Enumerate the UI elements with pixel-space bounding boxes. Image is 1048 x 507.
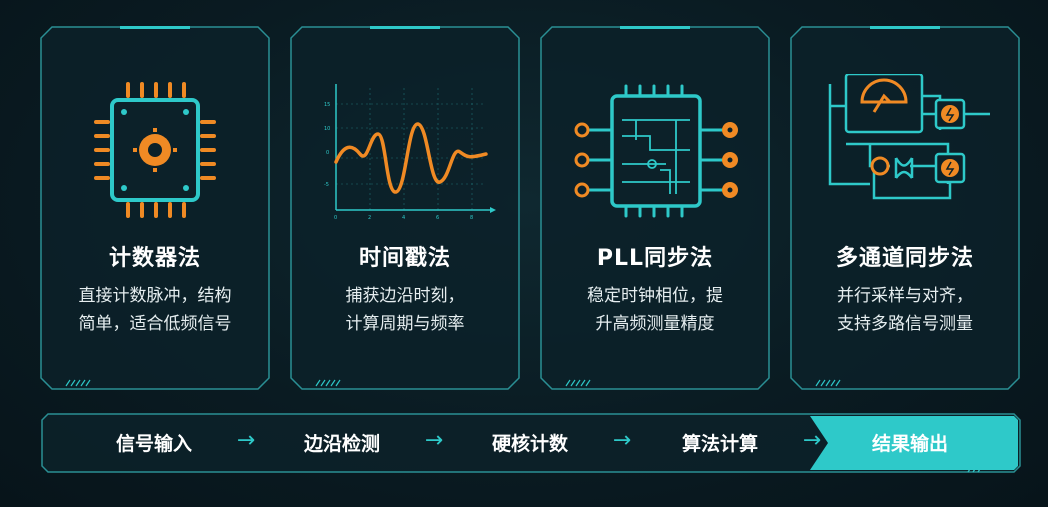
pipeline-step: 信号输入 xyxy=(115,433,192,455)
method-card-pll: PLL同步法 稳定时钟相位，提 升高频测量精度 xyxy=(540,26,770,390)
x-tick-label: 2 xyxy=(368,215,371,221)
waveform-chart-icon: 15 10 0 -5 0 2 4 6 8 xyxy=(324,84,496,221)
y-tick-label: 15 xyxy=(324,102,330,108)
pipeline-step: 边沿检测 xyxy=(303,433,380,455)
card-description: 稳定时钟相位，提 升高频测量精度 xyxy=(554,282,756,338)
y-tick-label: 0 xyxy=(326,150,329,156)
arrow-icon: → xyxy=(236,428,256,453)
pipeline-step: 硬核计数 xyxy=(491,433,568,455)
card-desc-line: 稳定时钟相位，提 xyxy=(587,286,723,306)
y-tick-label: 10 xyxy=(324,126,330,132)
method-card-counter: 计数器法 直接计数脉冲，结构 简单，适合低频信号 xyxy=(40,26,270,390)
card-desc-line: 捕获边沿时刻， xyxy=(345,286,465,306)
x-tick-label: 8 xyxy=(470,215,473,221)
y-tick-label: -5 xyxy=(324,182,329,188)
card-desc-line: 计算周期与频率 xyxy=(345,314,465,334)
card-desc-line: 简单，适合低频信号 xyxy=(78,314,232,334)
pll-chip-icon xyxy=(574,84,738,218)
pipeline-bar xyxy=(41,413,1021,473)
card-desc-line: 并行采样与对齐， xyxy=(837,286,973,306)
card-description: 并行采样与对齐， 支持多路信号测量 xyxy=(804,282,1006,338)
output-highlight xyxy=(810,416,1018,470)
card-title: PLL同步法 xyxy=(596,246,714,271)
arrow-icon: → xyxy=(802,428,822,453)
method-card-multichannel: 多通道同步法 并行采样与对齐， 支持多路信号测量 xyxy=(790,26,1020,390)
card-description: 直接计数脉冲，结构 简单，适合低频信号 xyxy=(54,282,256,338)
card-desc-line: 直接计数脉冲，结构 xyxy=(78,286,232,306)
chip-counter-icon xyxy=(94,82,216,218)
card-title: 时间戳法 xyxy=(358,246,451,271)
card-frame xyxy=(290,26,520,390)
x-tick-label: 4 xyxy=(402,215,405,221)
card-title: 多通道同步法 xyxy=(835,246,974,271)
arrow-icon: → xyxy=(424,428,444,453)
card-description: 捕获边沿时刻， 计算周期与频率 xyxy=(304,282,506,338)
pipeline-step-output: 结果输出 xyxy=(871,433,948,455)
x-tick-label: 0 xyxy=(334,215,337,221)
arrow-icon: → xyxy=(612,428,632,453)
card-title: 计数器法 xyxy=(108,246,201,271)
card-desc-line: 升高频测量精度 xyxy=(595,314,715,334)
pipeline-step: 算法计算 xyxy=(681,433,758,455)
multichannel-circuit-icon xyxy=(828,72,990,200)
x-tick-label: 6 xyxy=(436,215,439,221)
method-card-timestamp: 15 10 0 -5 0 2 4 6 8 时间戳法 捕获边沿时刻， 计算周期与频… xyxy=(290,26,520,390)
card-desc-line: 支持多路信号测量 xyxy=(837,314,973,334)
